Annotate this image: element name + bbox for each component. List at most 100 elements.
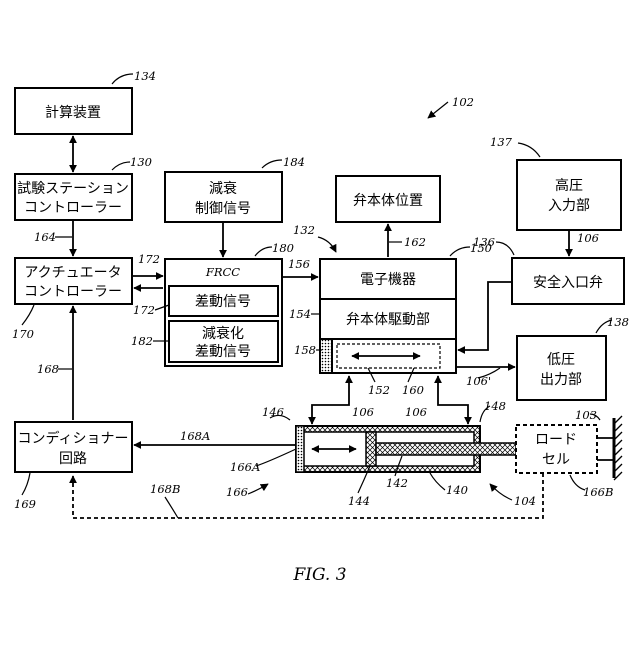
computer-block: 計算装置 [15,88,132,134]
ref-158: 158 [294,343,316,357]
safety-valve-arrow [458,282,512,350]
ref-106-right: 106 [405,405,427,419]
ref-150-leader [450,247,470,256]
ref-166-leader [248,484,268,494]
ref-184: 184 [283,155,305,169]
valve-cylinder-right-line [438,376,468,424]
actuator-ctrl-line1: アクチュエータ [24,265,121,281]
ref-142: 142 [386,476,408,490]
ref-102: 102 [452,95,474,109]
ref-103: 103 [575,408,597,422]
ref-137: 137 [490,135,513,149]
frcc-label: FRCC [205,265,240,279]
ref-156: 156 [288,257,310,271]
ref-106-left: 106 [352,405,374,419]
valve-position-block: 弁本体位置 [336,176,440,222]
conditioner-line1: コンディショナー [17,430,128,447]
hydraulic-cylinder [296,426,516,472]
load-cell-line2: セル [542,452,570,468]
ref-102-arrow [428,102,448,118]
actuator-controller-block: アクチュエータ コントローラー [15,258,132,304]
att-diff-line2: 差動信号 [195,344,251,360]
loadcell-conditioner-arrow [73,473,543,518]
ref-140: 140 [446,483,468,497]
ref-172-in: 172 [138,252,160,266]
figure-caption: FIG. 3 [292,565,346,585]
low-pressure-line1: 低圧 [547,352,575,368]
ref-184-leader [262,160,282,168]
test-station-line1: 試験ステーション [17,181,129,197]
ref-137-leader [518,143,540,157]
conditioner-block: コンディショナー 回路 [15,422,132,472]
load-cell-block: ロード セル [516,425,597,473]
test-station-block: 試験ステーション コントローラー [15,174,132,220]
ref-130: 130 [130,155,152,169]
ref-146: 146 [262,405,284,419]
ref-130-leader [112,162,130,170]
cylinder-sensor [296,426,304,472]
electronics-label: 電子機器 [360,272,416,288]
diff-signal-label: 差動信号 [195,294,251,310]
ref-106-hp: 106 [577,231,599,245]
piston [366,432,376,466]
ref-168b: 168B [150,482,180,496]
ref-148: 148 [484,399,506,413]
valve-cylinder-left-line [312,376,349,424]
ref-160: 160 [402,383,424,397]
ref-152: 152 [368,383,390,397]
spool-end-cap [320,339,332,373]
load-cell-line1: ロード [535,432,577,448]
ref-169: 169 [14,497,36,511]
ref-134-leader [112,74,133,84]
ref-106-prime: 106' [466,374,491,388]
ref-104: 104 [514,494,536,508]
attenuation-ctrl-line2: 制御信号 [195,201,251,217]
ref-134: 134 [134,69,156,83]
ground-wall [614,416,622,480]
att-diff-line1: 減衰化 [202,325,244,342]
ref-168: 168 [37,362,59,376]
ref-170-leader [22,305,34,325]
safety-valve-label: 安全入口弁 [533,274,603,291]
valve-assembly: 電子機器 弁本体駆動部 [320,259,456,373]
ref-140-leader [430,473,445,490]
ref-168a: 168A [180,429,210,443]
safety-valve-block: 安全入口弁 [512,258,624,304]
ref-172: 172 [133,303,155,317]
ref-182: 182 [131,334,153,348]
ref-180-leader [255,247,272,256]
ref-154: 154 [289,307,311,321]
test-station-line2: コントローラー [24,200,122,216]
ref-136-leader [496,242,514,255]
attenuation-control-block: 減衰 制御信号 [165,172,282,222]
ref-104-leader [490,484,512,500]
ref-138: 138 [607,315,629,329]
ref-132: 132 [293,223,315,237]
valve-driver-label: 弁本体駆動部 [346,312,430,328]
actuator-ctrl-line2: コントローラー [24,284,122,300]
frcc-block: FRCC 差動信号 減衰化 差動信号 [165,259,282,366]
ref-166a-leader [256,449,296,466]
high-pressure-line1: 高圧 [555,177,583,194]
ref-166: 166 [226,485,248,499]
high-pressure-block: 高圧 入力部 [517,160,621,230]
ref-136: 136 [473,235,495,249]
low-pressure-block: 低圧 出力部 [517,336,606,400]
ref-132-leader [318,237,336,252]
ref-170: 170 [12,327,34,341]
computer-label: 計算装置 [45,105,101,121]
ref-164: 164 [34,230,56,244]
piston-rod [376,443,516,455]
ref-180: 180 [272,241,294,255]
ref-166a: 166A [230,460,260,474]
ref-166b: 166B [583,485,613,499]
ref-162: 162 [404,235,426,249]
conditioner-line2: 回路 [59,451,87,467]
valve-position-label: 弁本体位置 [353,193,423,209]
attenuation-ctrl-line1: 減衰 [209,180,237,197]
ref-144: 144 [348,494,370,508]
low-pressure-line2: 出力部 [540,372,582,388]
ref-169-leader [22,473,30,495]
